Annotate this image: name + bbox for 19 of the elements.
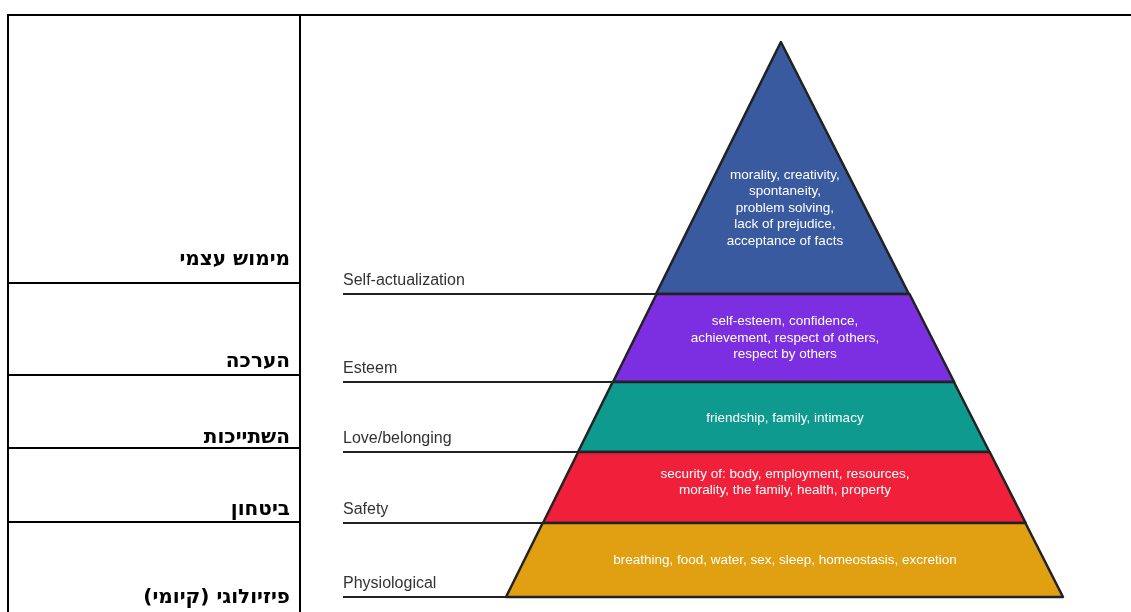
row-label: השתייכות: [203, 424, 290, 448]
level-name: Esteem: [343, 358, 398, 378]
level-name: Safety: [343, 499, 389, 519]
level-name: Physiological: [343, 573, 437, 593]
pyramid-level: breathing, food, water, sex, sleep, homeostasis, excretion: [506, 523, 1063, 597]
row-label: ביטחון: [230, 496, 290, 520]
pyramid-level: security of: body, employment, resources, morality, the family, health, property: [542, 452, 1026, 523]
level-name: Love/belonging: [343, 428, 452, 448]
level-name: Self-actualization: [343, 270, 465, 290]
row-label: פיזיולוגי (קיומי): [143, 584, 290, 608]
pyramid-level: morality, creativity, spontaneity, problem solving, lack of prejudice, acceptance of facts: [656, 42, 910, 294]
row-label: הערכה: [225, 348, 290, 372]
leader-line: [342, 381, 614, 383]
leader-line: [342, 451, 579, 453]
leader-line: [342, 522, 544, 524]
leader-line: [342, 596, 507, 598]
pyramid-level: self-esteem, confidence, achievement, respect of others, respect by others: [612, 294, 954, 382]
row-label: מימוש עצמי: [179, 246, 290, 270]
pyramid-level: friendship, family, intimacy: [577, 382, 990, 452]
